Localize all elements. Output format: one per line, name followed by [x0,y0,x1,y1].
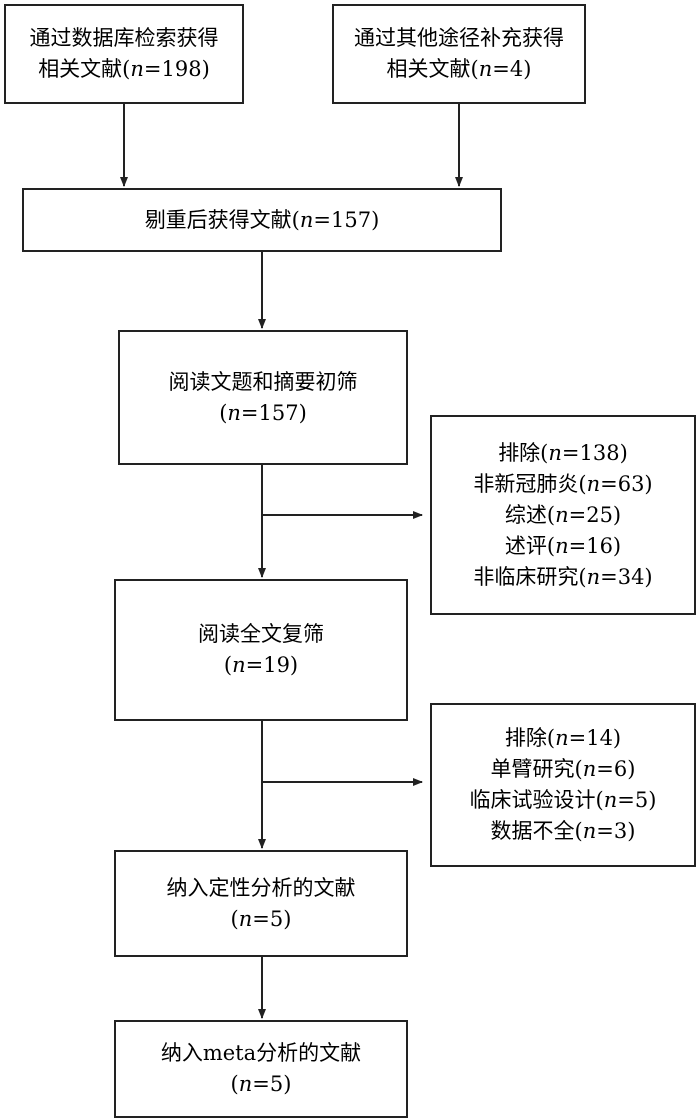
title-abstract-line2: (n=157) [219,400,307,425]
meta-line1: 纳入meta分析的文献 [160,1041,362,1065]
exclusion-1-item: 排除(n=138) [498,440,628,465]
meta-line2: (n=5) [230,1072,292,1096]
exclusion-box-1: 排除(n=138) 非新冠肺炎(n=63) 综述(n=25) 述评(n=16) … [430,415,696,615]
qualitative-analysis-box: 纳入定性分析的文献 (n=5) [114,850,408,957]
database-records-line2: 相关文献(n=198) [38,57,210,81]
qualitative-line1: 纳入定性分析的文献 [166,875,356,900]
database-records-box: 通过数据库检索获得 相关文献(n=198) [4,4,244,104]
deduplicated-box: 剔重后获得文献(n=157) [22,188,502,252]
exclusion-1-item: 述评(n=16) [504,533,622,558]
other-sources-line1: 通过其他途径补充获得 [354,26,564,50]
fulltext-screening-box: 阅读全文复筛 (n=19) [114,579,408,721]
exclusion-2-item: 单臂研究(n=6) [490,757,636,781]
deduplicated-text: 剔重后获得文献(n=157) [144,207,380,232]
exclusion-box-2: 排除(n=14) 单臂研究(n=6) 临床试验设计(n=5) 数据不全(n=3) [430,703,696,867]
exclusion-1-item: 非临床研究(n=34) [473,564,653,589]
exclusion-1-item: 非新冠肺炎(n=63) [473,471,653,496]
exclusion-2-item: 数据不全(n=3) [490,819,636,843]
title-abstract-line1: 阅读文题和摘要初筛 [168,369,358,394]
exclusion-2-item: 临床试验设计(n=5) [469,788,657,812]
database-records-line1: 通过数据库检索获得 [29,26,219,50]
exclusion-1-item: 综述(n=25) [504,502,622,527]
other-sources-box: 通过其他途径补充获得 相关文献(n=4) [332,4,586,104]
meta-analysis-box: 纳入meta分析的文献 (n=5) [114,1020,408,1118]
fulltext-line2: (n=19) [223,653,299,677]
qualitative-line2: (n=5) [230,906,292,931]
exclusion-2-item: 排除(n=14) [504,726,622,750]
fulltext-line1: 阅读全文复筛 [198,622,324,646]
other-sources-line2: 相关文献(n=4) [386,57,532,81]
title-abstract-screening-box: 阅读文题和摘要初筛 (n=157) [118,330,408,465]
